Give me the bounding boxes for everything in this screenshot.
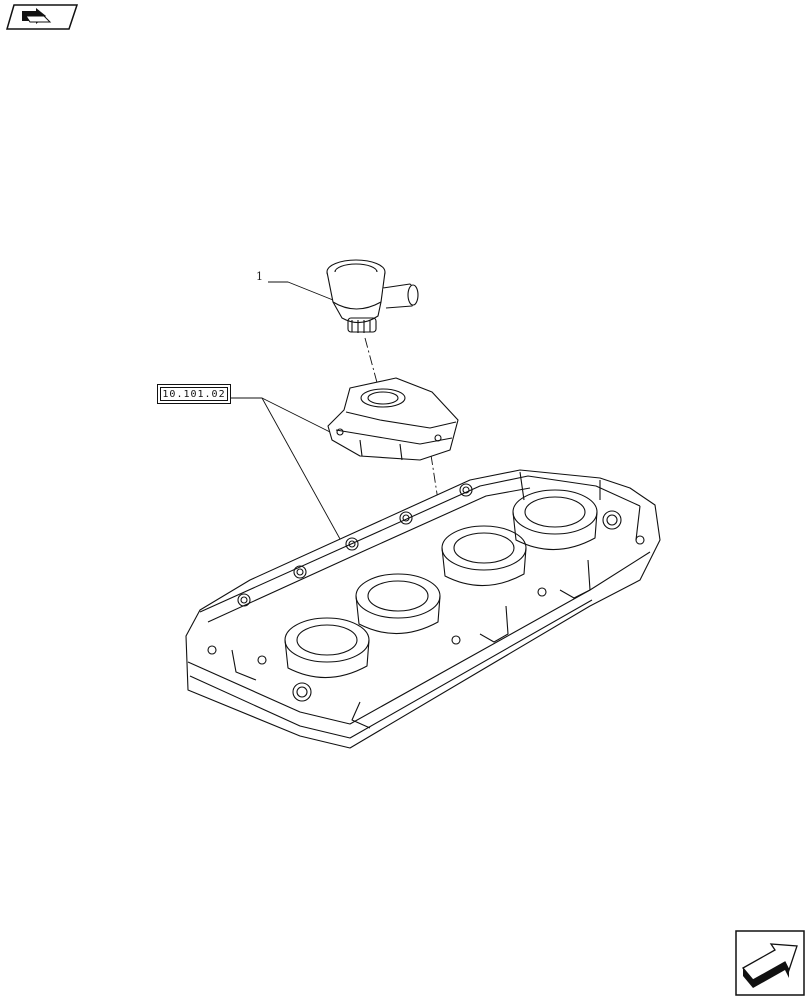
reference-code-label: 10.101.02 <box>162 388 226 400</box>
leader-line-part-1 <box>268 281 339 303</box>
mounting-plate-part <box>327 377 459 461</box>
breather-valve-part <box>326 259 419 333</box>
callout-part-number: 1 <box>256 270 263 283</box>
assembly-centerline <box>364 337 380 391</box>
book-arrow-icon[interactable] <box>6 4 78 30</box>
leader-line-ref-a <box>230 397 331 433</box>
reference-code-link[interactable]: 10.101.02 <box>157 384 231 404</box>
leader-line-ref-b <box>261 397 346 549</box>
next-page-arrow-icon[interactable] <box>735 930 805 996</box>
cylinder-head-part <box>185 469 661 749</box>
